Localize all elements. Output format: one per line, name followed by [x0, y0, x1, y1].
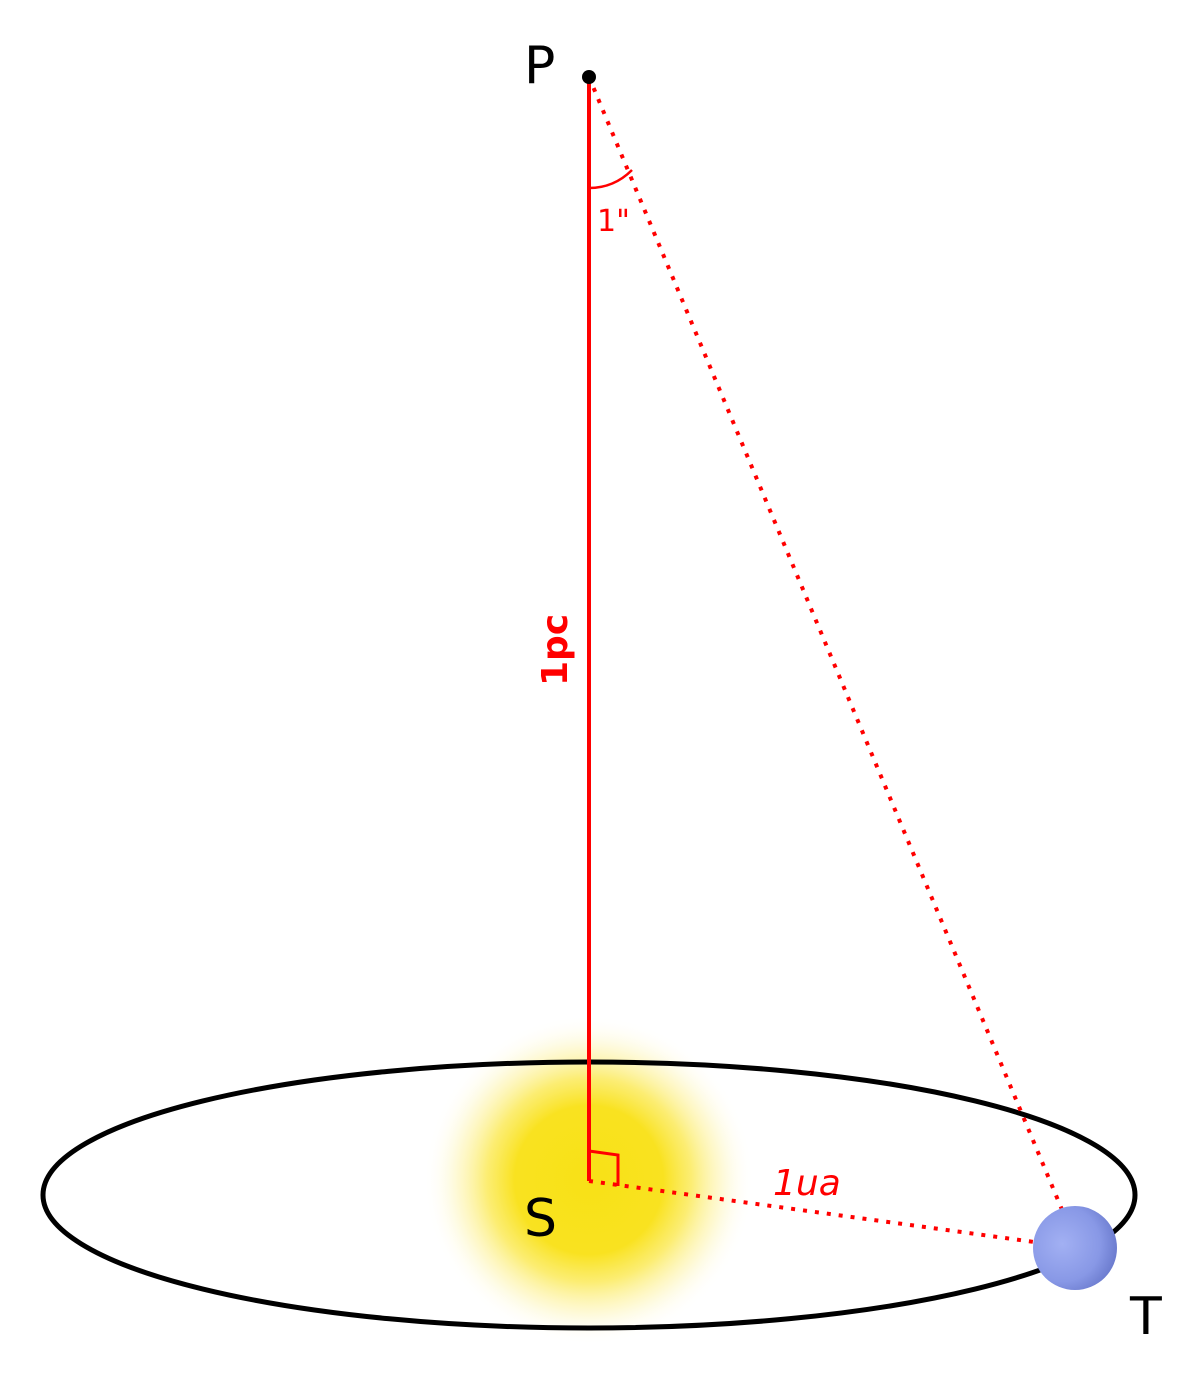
line-s-to-t	[588, 1179, 1079, 1250]
right-angle-marker	[588, 1149, 620, 1186]
label-p: P	[524, 36, 555, 96]
line-p-to-t	[587, 76, 1080, 1249]
label-1-arcsecond: 1"	[597, 204, 630, 239]
earth-planet	[1033, 1206, 1117, 1290]
label-1pc: 1pc	[535, 614, 576, 686]
point-p-marker	[582, 70, 596, 84]
label-t: T	[1129, 1287, 1162, 1347]
label-1ua: 1ua	[773, 1163, 841, 1204]
angle-arc	[588, 169, 633, 190]
label-s: S	[524, 1189, 557, 1249]
